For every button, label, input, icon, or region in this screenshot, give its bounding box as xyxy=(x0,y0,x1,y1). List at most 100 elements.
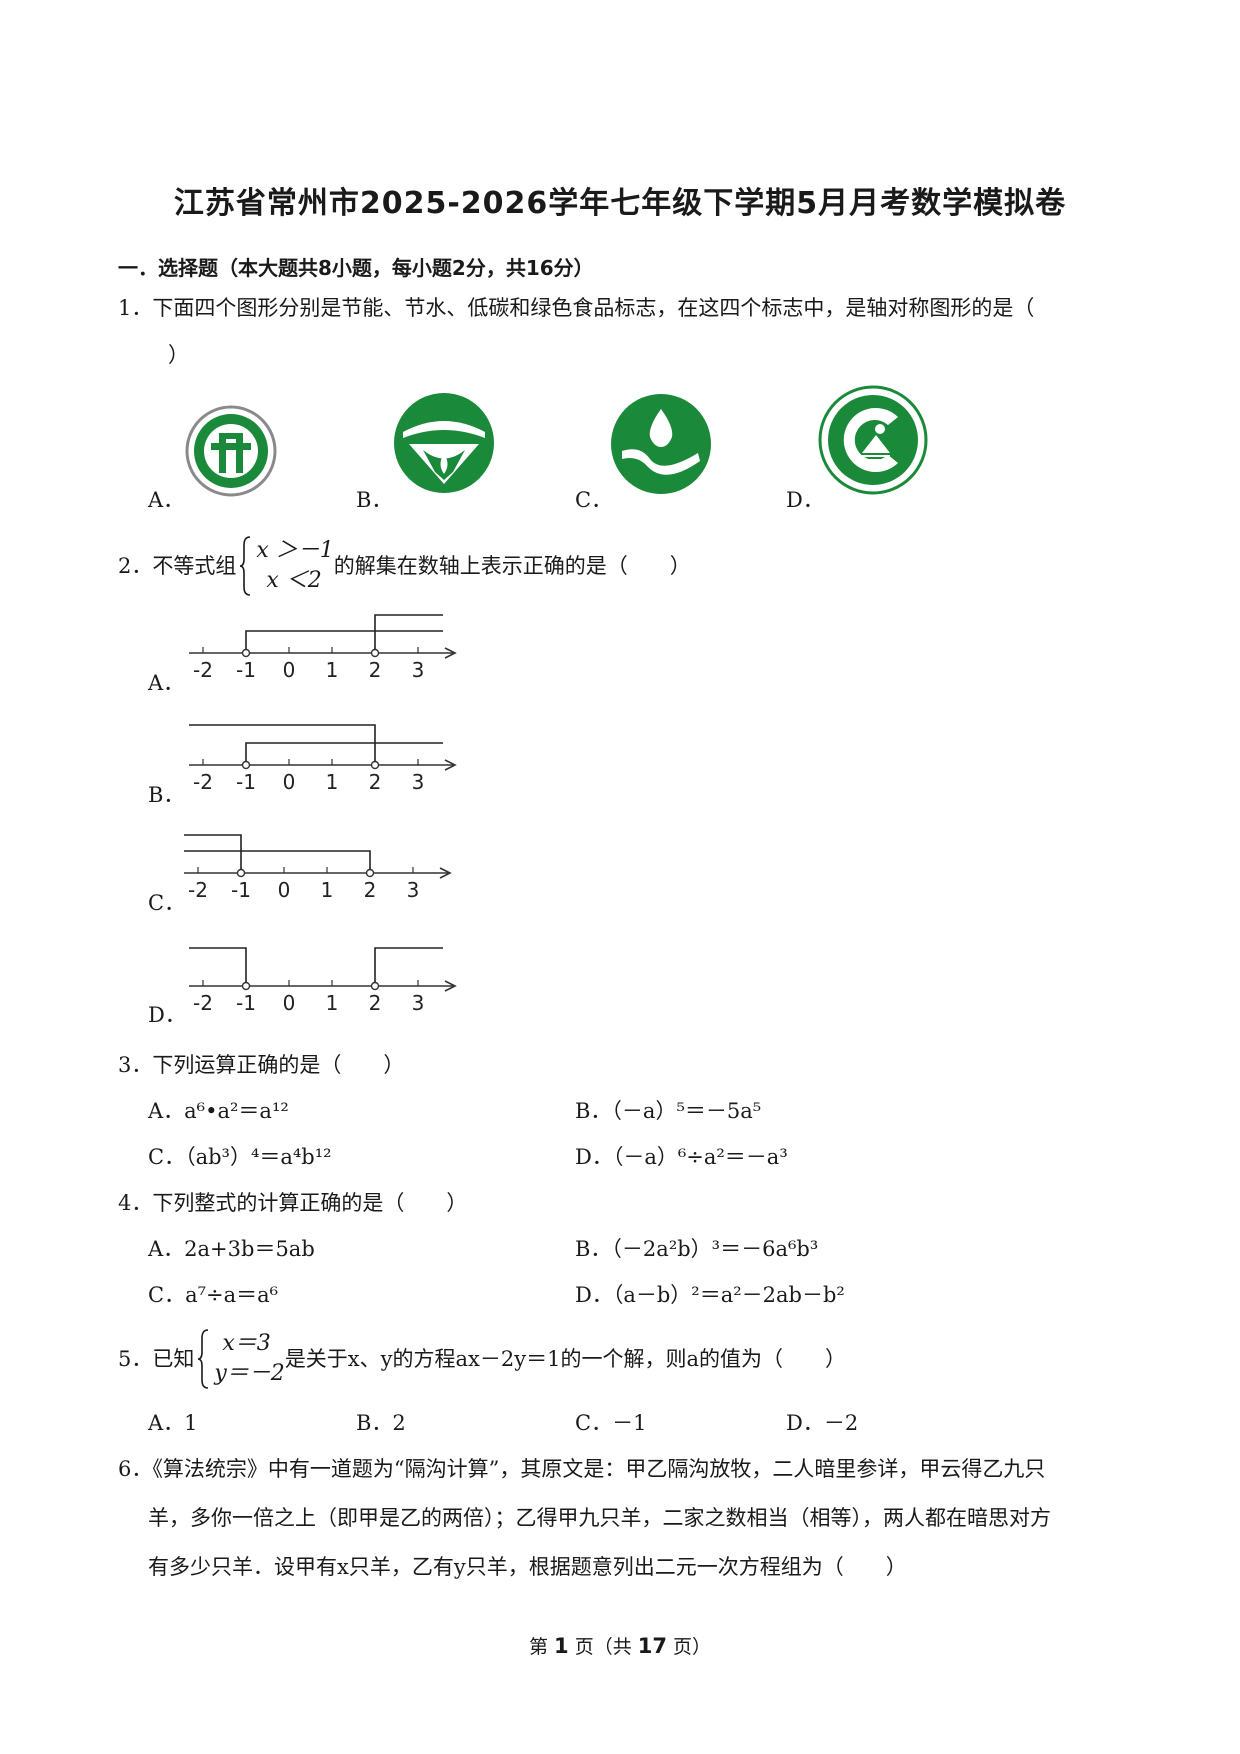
axis-tick-label: 2 xyxy=(364,878,377,900)
water-saving-logo-icon xyxy=(394,393,494,493)
q4-option-b: B．（－2a²b）³＝－6a⁶b³ xyxy=(575,1237,819,1261)
page-title: 江苏省常州市2025-2026学年七年级下学期5月月考数学模拟卷 xyxy=(173,186,1067,221)
question-6-line-2: 羊，多你一倍之上（即甲是乙的两倍）；乙得甲九只羊，二家之数相当（相等），两人都在… xyxy=(148,1506,1051,1530)
q4-option-c: C．a⁷÷a＝a⁶ xyxy=(148,1283,279,1307)
q2-option-a-number-line: -2 -1 0 1 2 3 xyxy=(189,614,457,680)
energy-saving-logo-icon xyxy=(185,405,277,497)
axis-tick-label: -2 xyxy=(193,770,213,792)
green-food-logo-icon xyxy=(818,385,928,495)
axis-arrow-icon xyxy=(444,759,457,771)
endpoint-marker xyxy=(370,760,380,770)
axis-tick-label: 3 xyxy=(412,658,425,680)
axis-arrow-icon xyxy=(444,980,457,992)
q3-option-b: B．（－a）⁵＝－5a⁵ xyxy=(575,1099,762,1123)
solution-ray-right xyxy=(245,630,443,653)
q3-option-d: D．（－a）⁶÷a²＝－a³ xyxy=(575,1145,788,1169)
footer-prefix: 第 xyxy=(528,1636,548,1658)
axis-tick-label: 2 xyxy=(369,658,382,680)
page-footer: 第 1 页（共 17 页） xyxy=(0,1632,1240,1659)
q1-option-b-label: B． xyxy=(356,488,393,512)
q2-prefix: 2．不等式组 xyxy=(118,554,237,578)
q1-option-d-label: D． xyxy=(786,488,824,512)
q3-option-a: A．a⁶•a²＝a¹² xyxy=(148,1099,289,1123)
footer-total-pages: 17 xyxy=(637,1634,667,1658)
axis-tick-label: 2 xyxy=(369,770,382,792)
axis-tick-label: 1 xyxy=(321,878,334,900)
q5-option-c: C．－1 xyxy=(575,1411,647,1435)
section-heading: 一．选择题（本大题共8小题，每小题2分，共16分） xyxy=(118,256,594,280)
q5-suffix: 是关于x、y的方程ax－2y＝1的一个解，则a的值为（ ） xyxy=(284,1347,846,1371)
axis-tick-label: 3 xyxy=(407,878,420,900)
left-brace-icon xyxy=(240,536,251,596)
axis-tick-label: 0 xyxy=(283,991,296,1013)
solution-ray-right xyxy=(245,742,443,765)
q5-option-a: A．1 xyxy=(148,1411,198,1435)
q2-inequality-system: x ＞－1 x ＜2 xyxy=(236,535,334,597)
left-brace-icon xyxy=(198,1329,209,1389)
axis-tick-label: 0 xyxy=(283,770,296,792)
q2-option-a-label: A． xyxy=(148,671,185,695)
q1-option-a-label: A． xyxy=(148,488,185,512)
question-4-text: 4．下列整式的计算正确的是（ ） xyxy=(118,1191,468,1215)
axis-tick-label: 2 xyxy=(369,991,382,1013)
q2-option-d-number-line: -2 -1 0 1 2 3 xyxy=(189,947,457,1013)
question-2-text: 2．不等式组 x ＞－1 x ＜2 的解集在数轴上表示正确的是（ ） xyxy=(118,535,691,597)
q5-system-line-2: y＝－2 xyxy=(214,1361,285,1386)
axis-tick-label: 3 xyxy=(412,770,425,792)
solution-ray-left xyxy=(184,834,242,873)
q2-suffix: 的解集在数轴上表示正确的是（ ） xyxy=(333,554,691,578)
endpoint-marker xyxy=(241,760,251,770)
solution-ray-left xyxy=(189,724,376,765)
footer-middle: 页（共 xyxy=(574,1636,632,1658)
axis-tick-label: -1 xyxy=(236,991,256,1013)
q1-option-c-label: C． xyxy=(575,488,613,512)
q4-option-a: A．2a+3b＝5ab xyxy=(148,1237,315,1261)
q5-system-line-1: x＝3 xyxy=(222,1331,271,1356)
q2-option-c-label: C． xyxy=(148,891,186,915)
footer-page-number: 1 xyxy=(554,1634,569,1658)
axis-tick-label: 3 xyxy=(412,991,425,1013)
q2-option-b-label: B． xyxy=(148,783,185,807)
solution-ray-right xyxy=(374,614,443,653)
endpoint-marker xyxy=(370,981,380,991)
axis-tick-label: -2 xyxy=(188,878,208,900)
endpoint-marker xyxy=(365,868,375,878)
endpoint-marker xyxy=(241,981,251,991)
solution-ray-right xyxy=(374,947,443,986)
q2-option-c-number-line: -2 -1 0 1 2 3 xyxy=(184,834,452,900)
axis-tick-label: -2 xyxy=(193,658,213,680)
q4-option-d: D．（a－b）²＝a²－2ab－b² xyxy=(575,1283,845,1307)
question-6-line-3: 有多少只羊．设甲有x只羊，乙有y只羊，根据题意列出二元一次方程组为（ ） xyxy=(148,1555,907,1579)
question-6-line-1: 6．《算法统宗》中有一道题为“隔沟计算”，其原文是：甲乙隔沟放牧，二人暗里参详，… xyxy=(118,1457,1046,1481)
axis-tick-label: 1 xyxy=(326,991,339,1013)
low-carbon-logo-icon xyxy=(611,394,711,494)
axis-tick-label: -1 xyxy=(236,770,256,792)
q5-option-b: B．2 xyxy=(356,1411,406,1435)
axis-arrow-icon xyxy=(444,647,457,659)
q2-system-line-1: x ＞－1 xyxy=(256,538,334,563)
question-5-text: 5．已知 x＝3 y＝－2 是关于x、y的方程ax－2y＝1的一个解，则a的值为… xyxy=(118,1328,846,1390)
endpoint-marker xyxy=(236,868,246,878)
endpoint-marker xyxy=(370,648,380,658)
question-1-text: 1．下面四个图形分别是节能、节水、低碳和绿色食品标志，在这四个标志中，是轴对称图… xyxy=(118,296,1035,320)
axis-tick-label: -1 xyxy=(236,658,256,680)
axis-tick-label: -2 xyxy=(193,991,213,1013)
q3-option-c: C．（ab³）⁴＝a⁴b¹² xyxy=(148,1145,332,1169)
axis-tick-label: -1 xyxy=(231,878,251,900)
solution-ray-left xyxy=(189,947,247,986)
axis-tick-label: 1 xyxy=(326,658,339,680)
axis-arrow-icon xyxy=(439,867,452,879)
axis-tick-label: 0 xyxy=(283,658,296,680)
solution-ray-left xyxy=(184,850,371,873)
q5-equation-system: x＝3 y＝－2 xyxy=(194,1328,285,1390)
q2-option-b-number-line: -2 -1 0 1 2 3 xyxy=(189,724,457,792)
endpoint-marker xyxy=(241,648,251,658)
axis-tick-label: 0 xyxy=(278,878,291,900)
q2-system-line-2: x ＜2 xyxy=(266,568,322,593)
footer-suffix: 页） xyxy=(673,1636,712,1658)
question-3-text: 3．下列运算正确的是（ ） xyxy=(118,1053,405,1077)
question-1-paren-close: ） xyxy=(168,343,189,367)
q5-option-d: D．－2 xyxy=(786,1411,859,1435)
q2-option-d-label: D． xyxy=(148,1003,186,1027)
axis-tick-label: 1 xyxy=(326,770,339,792)
